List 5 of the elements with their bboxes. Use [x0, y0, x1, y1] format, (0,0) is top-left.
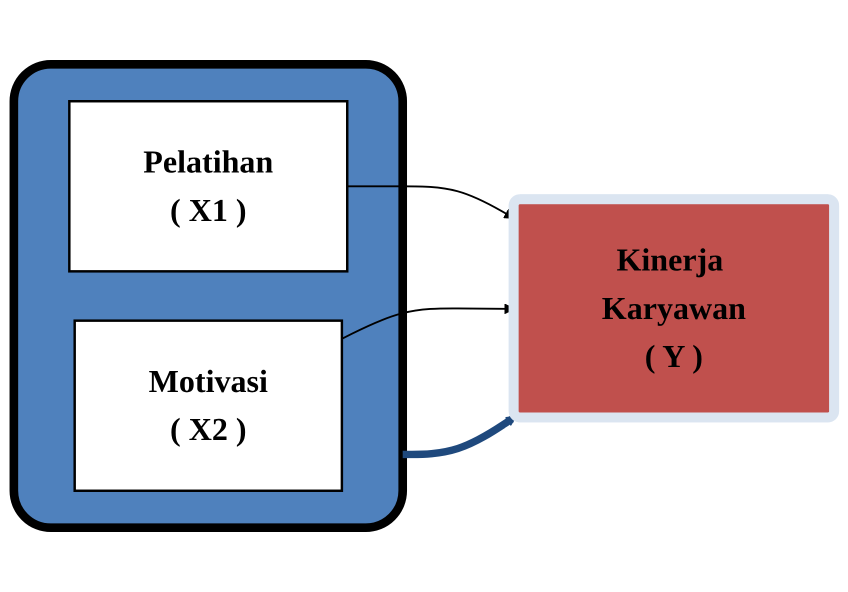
arrow	[402, 416, 517, 458]
cluster	[10, 60, 408, 532]
node-box	[73, 319, 344, 492]
node-box	[68, 100, 348, 273]
diagram: Pelatihan ( X1 ) Motivasi ( X2 ) Kinerja Karyawan ( Y )	[4, 4, 844, 588]
